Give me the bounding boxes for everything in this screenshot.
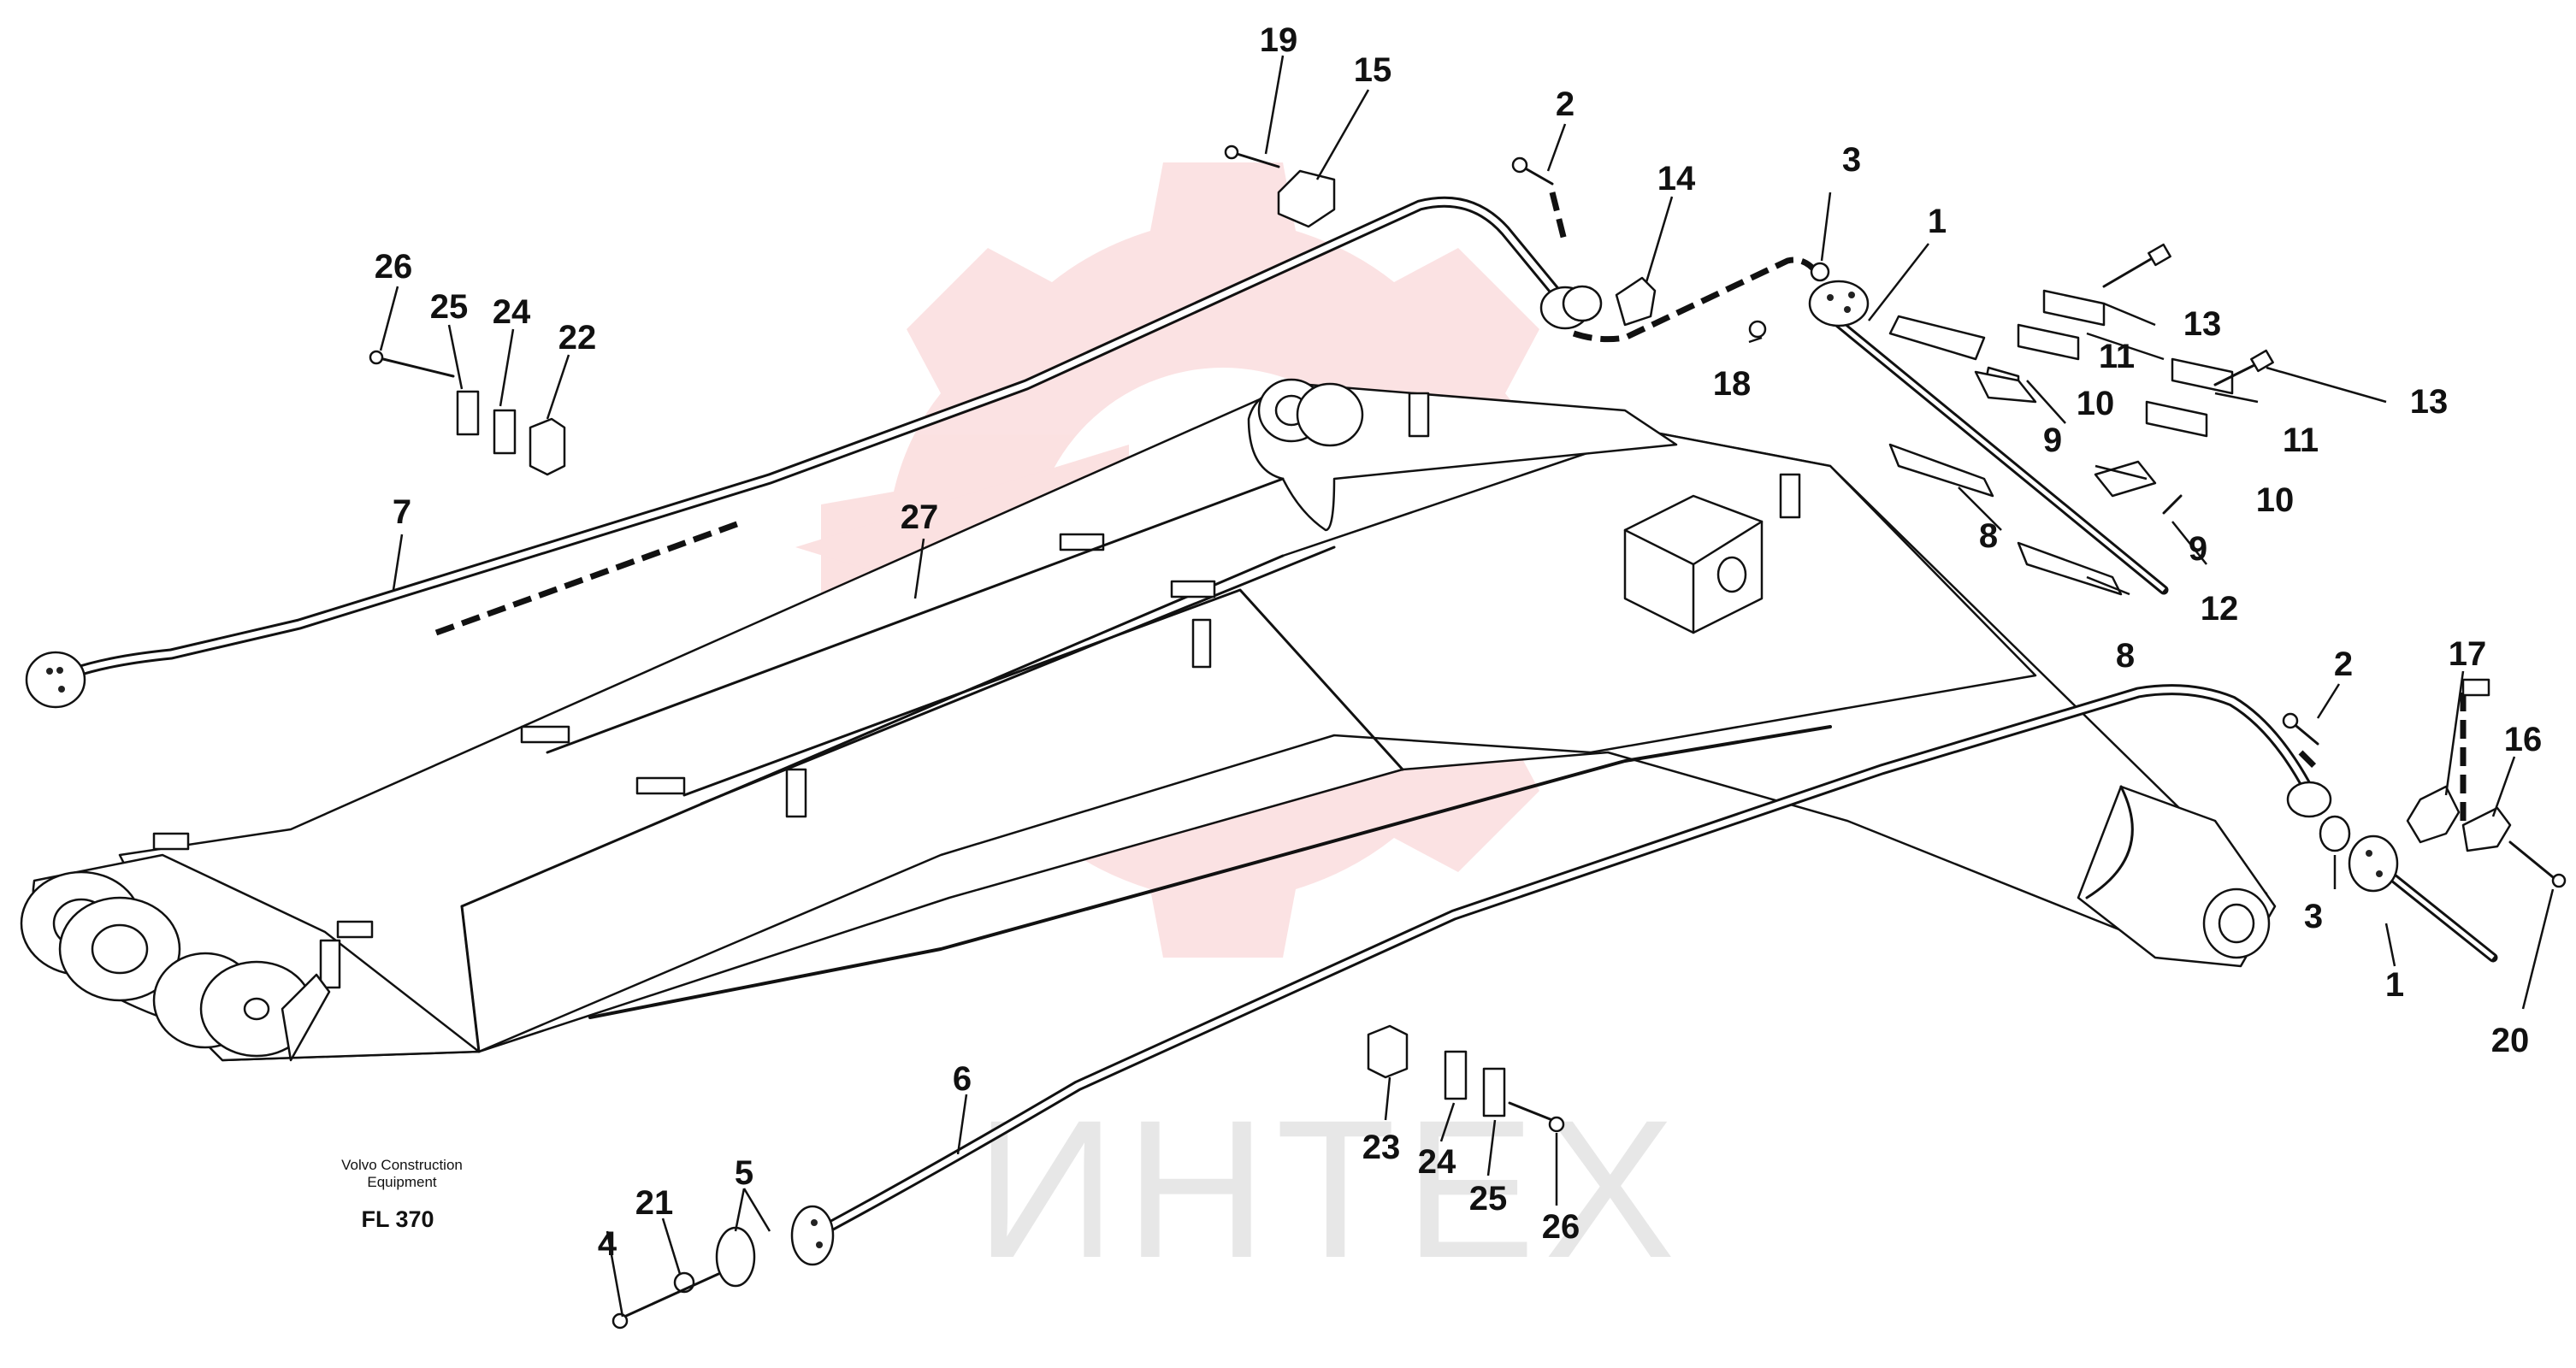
- callout-22: 22: [558, 319, 597, 357]
- callout-9-right: 9: [2189, 530, 2207, 568]
- boom-lower-edge: [588, 725, 1832, 1019]
- flange-7-left: [25, 651, 86, 709]
- callout-24-bottom: 24: [1418, 1143, 1456, 1181]
- leader-lines: [379, 55, 2555, 1318]
- valve-block: [1623, 494, 1764, 634]
- hardware: [369, 144, 2567, 1330]
- clamp-23: [1367, 1024, 1409, 1079]
- caption-line-1: Volvo Construction: [341, 1157, 463, 1173]
- callout-23: 23: [1362, 1129, 1401, 1166]
- callout-1-top: 1: [1928, 203, 1947, 240]
- callout-11-right: 11: [2283, 422, 2319, 459]
- clamp-22: [529, 417, 566, 476]
- callout-13-right: 13: [2410, 383, 2449, 421]
- plate-8-upper: [1888, 443, 1994, 498]
- callout-26-left: 26: [375, 248, 413, 286]
- callout-12: 12: [2201, 590, 2239, 628]
- callout-26-bottom: 26: [1542, 1208, 1580, 1246]
- hydraulic-pipes: [25, 196, 2498, 1266]
- callout-10-right: 10: [2256, 481, 2295, 519]
- clamp-14: [1615, 276, 1657, 327]
- boom-brackets: [152, 392, 1801, 1062]
- callout-21: 21: [635, 1184, 674, 1222]
- flange-1-lower: [2348, 834, 2399, 893]
- callout-4-text: 4: [598, 1225, 617, 1263]
- callout-19: 19: [1260, 21, 1298, 59]
- callout-11-top: 11: [2099, 338, 2135, 375]
- caption-line-2: Equipment: [367, 1174, 437, 1190]
- callout-20: 20: [2491, 1022, 2530, 1059]
- callout-13-top: 13: [2183, 305, 2222, 343]
- boom-foot-pins: [20, 870, 314, 1058]
- callout-18: 18: [1713, 365, 1752, 403]
- callout-5: 5: [735, 1154, 753, 1192]
- callout-17: 17: [2449, 635, 2487, 673]
- plate-8-lower: [2017, 541, 2123, 596]
- callout-1-right: 1: [2385, 966, 2404, 1004]
- callout-labels: 19 15 2 14 3 1 13 11 10 13 18 9 11 10 8 …: [375, 21, 2543, 1246]
- watermark-text: ИНТЕХ: [975, 1079, 1684, 1299]
- callout-15: 15: [1354, 51, 1392, 89]
- caption-block: Volvo Construction Equipment FL 370: [341, 1157, 463, 1232]
- caption-code: FL 370: [361, 1206, 434, 1232]
- flange-1-upper: [1808, 280, 1870, 327]
- clamp-17: [2406, 785, 2461, 844]
- callout-2-top: 2: [1556, 86, 1575, 123]
- callout-10-top: 10: [2077, 385, 2115, 422]
- callout-8-top: 8: [1979, 517, 1998, 555]
- boom-assembly: [20, 378, 2277, 1062]
- callout-24-left: 24: [493, 293, 531, 331]
- boom-head-end: [2077, 785, 2277, 968]
- callout-9-top: 9: [2043, 422, 2062, 459]
- dashed-connectors: [434, 192, 2467, 821]
- callout-8-bottom: 8: [2116, 637, 2135, 675]
- callout-6: 6: [953, 1060, 972, 1098]
- clamp-15: [1277, 169, 1336, 228]
- callout-2-right: 2: [2334, 646, 2353, 683]
- callout-7: 7: [393, 493, 411, 531]
- clamp-16: [2461, 806, 2512, 852]
- callout-3-top: 3: [1842, 141, 1861, 179]
- flange-6-bottom: [790, 1205, 835, 1266]
- callout-25-bottom: 25: [1469, 1180, 1508, 1218]
- callout-3-right: 3: [2304, 898, 2323, 935]
- pipe-27: [546, 477, 1285, 754]
- callout-14: 14: [1657, 160, 1696, 198]
- callout-27: 27: [901, 498, 939, 536]
- flange-5: [715, 1226, 756, 1288]
- callout-25-left: 25: [430, 288, 469, 326]
- callout-16: 16: [2504, 721, 2543, 758]
